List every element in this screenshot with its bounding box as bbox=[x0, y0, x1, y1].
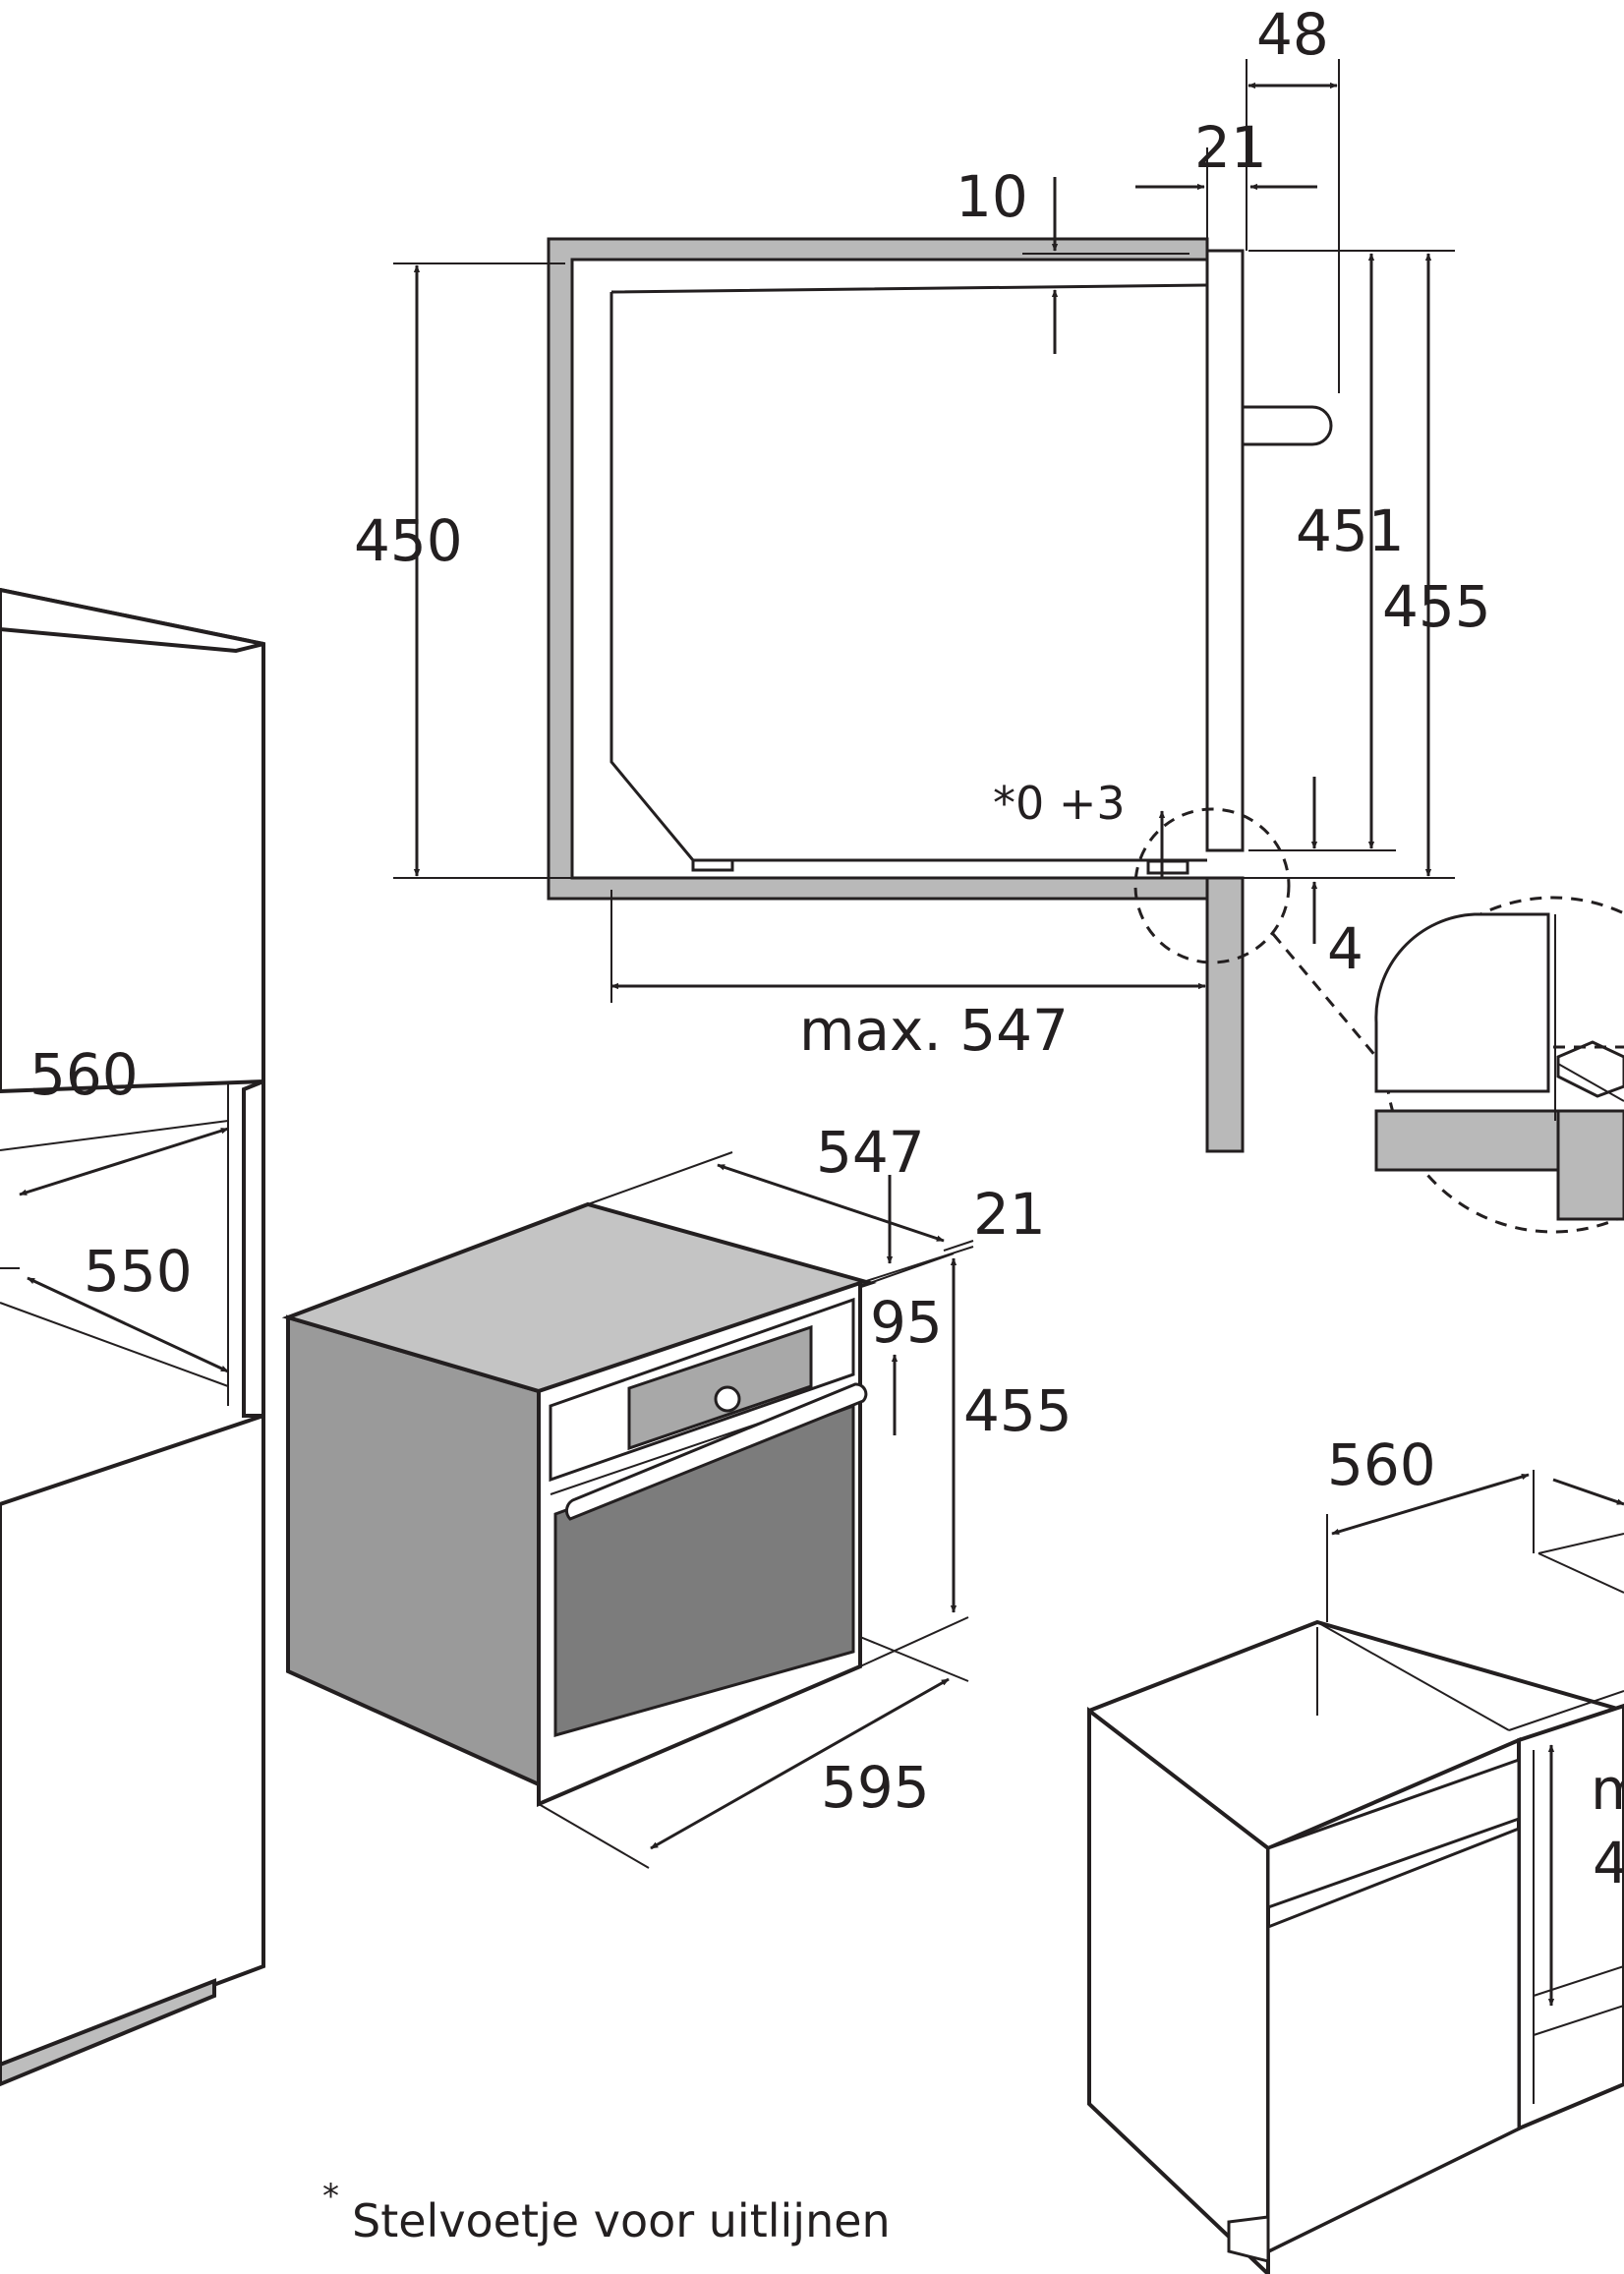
footnote-marker: * bbox=[322, 2177, 339, 2216]
dim-oven-455: 455 bbox=[963, 1377, 1073, 1444]
dim-top-48: 48 bbox=[1256, 1, 1329, 68]
footnote: * Stelvoetje voor uitlijnen bbox=[322, 2177, 891, 2247]
dim-top-21: 21 bbox=[1194, 114, 1267, 181]
base-cabinet-drawing: 560 m 4 bbox=[1087, 1431, 1624, 2274]
dim-base-560: 560 bbox=[1327, 1431, 1436, 1498]
dim-oven-95: 95 bbox=[870, 1289, 943, 1356]
dim-side-455: 455 bbox=[1382, 573, 1491, 640]
foot-detail-drawing bbox=[1374, 896, 1624, 1234]
dim-niche-560: 560 bbox=[29, 1041, 139, 1108]
dim-depth-max: max. 547 bbox=[799, 997, 1069, 1064]
dim-base-4: 4 bbox=[1593, 1830, 1624, 1896]
side-section-drawing: 48 21 10 450 451 455 *0 +3 4 max. 547 bbox=[354, 1, 1491, 1153]
dim-oven-547: 547 bbox=[816, 1119, 925, 1186]
dim-side-451: 451 bbox=[1296, 497, 1405, 564]
dim-niche-550: 550 bbox=[84, 1238, 193, 1305]
dim-adjust: *0 +3 bbox=[993, 777, 1126, 830]
dim-base-m: m bbox=[1591, 1756, 1624, 1823]
dim-side-450: 450 bbox=[354, 507, 463, 574]
tall-cabinet-drawing: 560 550 bbox=[0, 587, 265, 2087]
dim-gap-4: 4 bbox=[1327, 915, 1363, 982]
footnote-text: Stelvoetje voor uitlijnen bbox=[352, 2194, 891, 2247]
dim-oven-21: 21 bbox=[973, 1181, 1046, 1248]
dim-top-10: 10 bbox=[956, 163, 1028, 230]
oven-isometric-drawing: 547 21 95 455 595 bbox=[281, 1119, 1073, 1869]
dim-oven-595: 595 bbox=[821, 1754, 930, 1821]
detail-circle bbox=[1133, 807, 1291, 964]
